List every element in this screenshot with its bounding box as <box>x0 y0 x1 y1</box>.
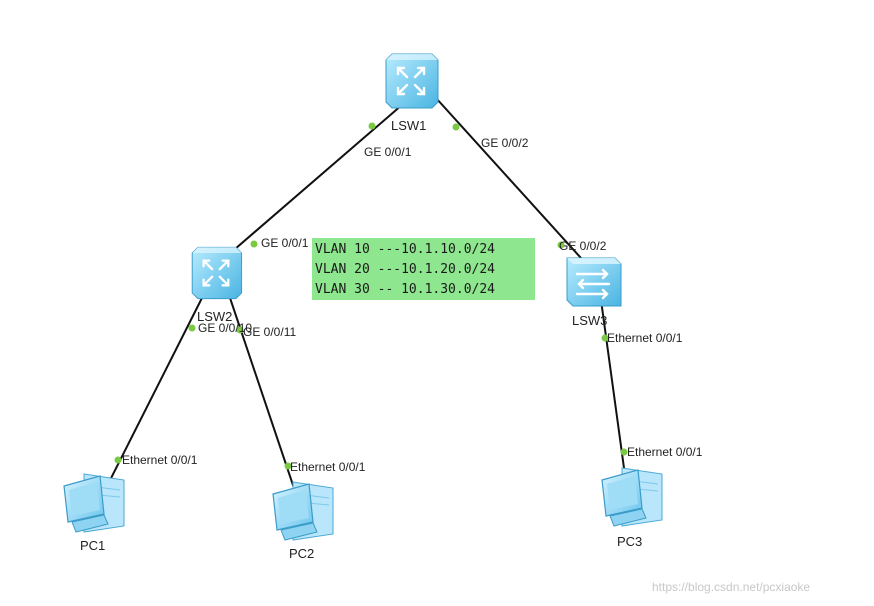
device-name-pc2: PC2 <box>289 546 314 561</box>
port-dot <box>557 241 565 249</box>
watermark: https://blog.csdn.net/pcxiaoke <box>652 580 810 594</box>
pc-icon <box>63 473 125 533</box>
device-name-lsw1: LSW1 <box>391 118 426 133</box>
port-label: Ethernet 0/0/1 <box>290 460 366 474</box>
port-dot <box>368 122 376 130</box>
port-label: Ethernet 0/0/1 <box>627 445 703 459</box>
port-dot <box>620 448 628 456</box>
port-dot <box>114 456 122 464</box>
vlan-note-background <box>312 238 535 300</box>
device-name-lsw2: LSW2 <box>197 309 232 324</box>
port-dot <box>188 324 196 332</box>
port-label: GE 0/0/2 <box>559 239 607 253</box>
device-name-pc3: PC3 <box>617 534 642 549</box>
device-name-pc1: PC1 <box>80 538 105 553</box>
vlan-note-line: VLAN 30 -- 10.1.30.0/24 <box>315 282 495 297</box>
port-label: Ethernet 0/0/1 <box>607 331 683 345</box>
switch-lsw1[interactable] <box>384 52 440 110</box>
vlan-note-line: VLAN 20 ---10.1.20.0/24 <box>315 262 495 277</box>
link-lsw1-lsw3 <box>435 97 591 269</box>
port-label: GE 0/0/2 <box>481 136 529 150</box>
port-dot <box>236 326 244 334</box>
pc-icon <box>601 467 663 527</box>
port-label: GE 0/0/1 <box>364 145 412 159</box>
pc-pc3[interactable] <box>601 467 663 527</box>
pc-icon <box>272 481 334 541</box>
port-label: GE 0/0/1 <box>261 236 309 250</box>
port-label: GE 0/0/11 <box>243 325 296 339</box>
link-lsw1-lsw2 <box>212 97 411 269</box>
port-dot <box>284 462 292 470</box>
access-switch-icon <box>565 256 623 308</box>
switch-lsw3[interactable] <box>565 256 623 308</box>
link-lsw2-pc1 <box>99 291 206 501</box>
vlan-note: VLAN 10 ---10.1.10.0/24 VLAN 20 ---10.1.… <box>312 238 535 300</box>
device-name-lsw3: LSW3 <box>572 313 607 328</box>
switch-lsw2[interactable] <box>191 246 243 300</box>
port-dot <box>452 123 460 131</box>
port-dot <box>601 334 609 342</box>
port-label: Ethernet 0/0/1 <box>122 453 198 467</box>
core-switch-icon <box>384 52 440 110</box>
port-dot <box>250 240 258 248</box>
pc-pc1[interactable] <box>63 473 125 533</box>
vlan-note-line: VLAN 10 ---10.1.10.0/24 <box>315 242 495 257</box>
port-label: GE 0/0/10 <box>198 321 252 335</box>
core-switch-icon <box>191 246 243 300</box>
link-lsw3-pc3 <box>600 299 628 491</box>
pc-pc2[interactable] <box>272 481 334 541</box>
